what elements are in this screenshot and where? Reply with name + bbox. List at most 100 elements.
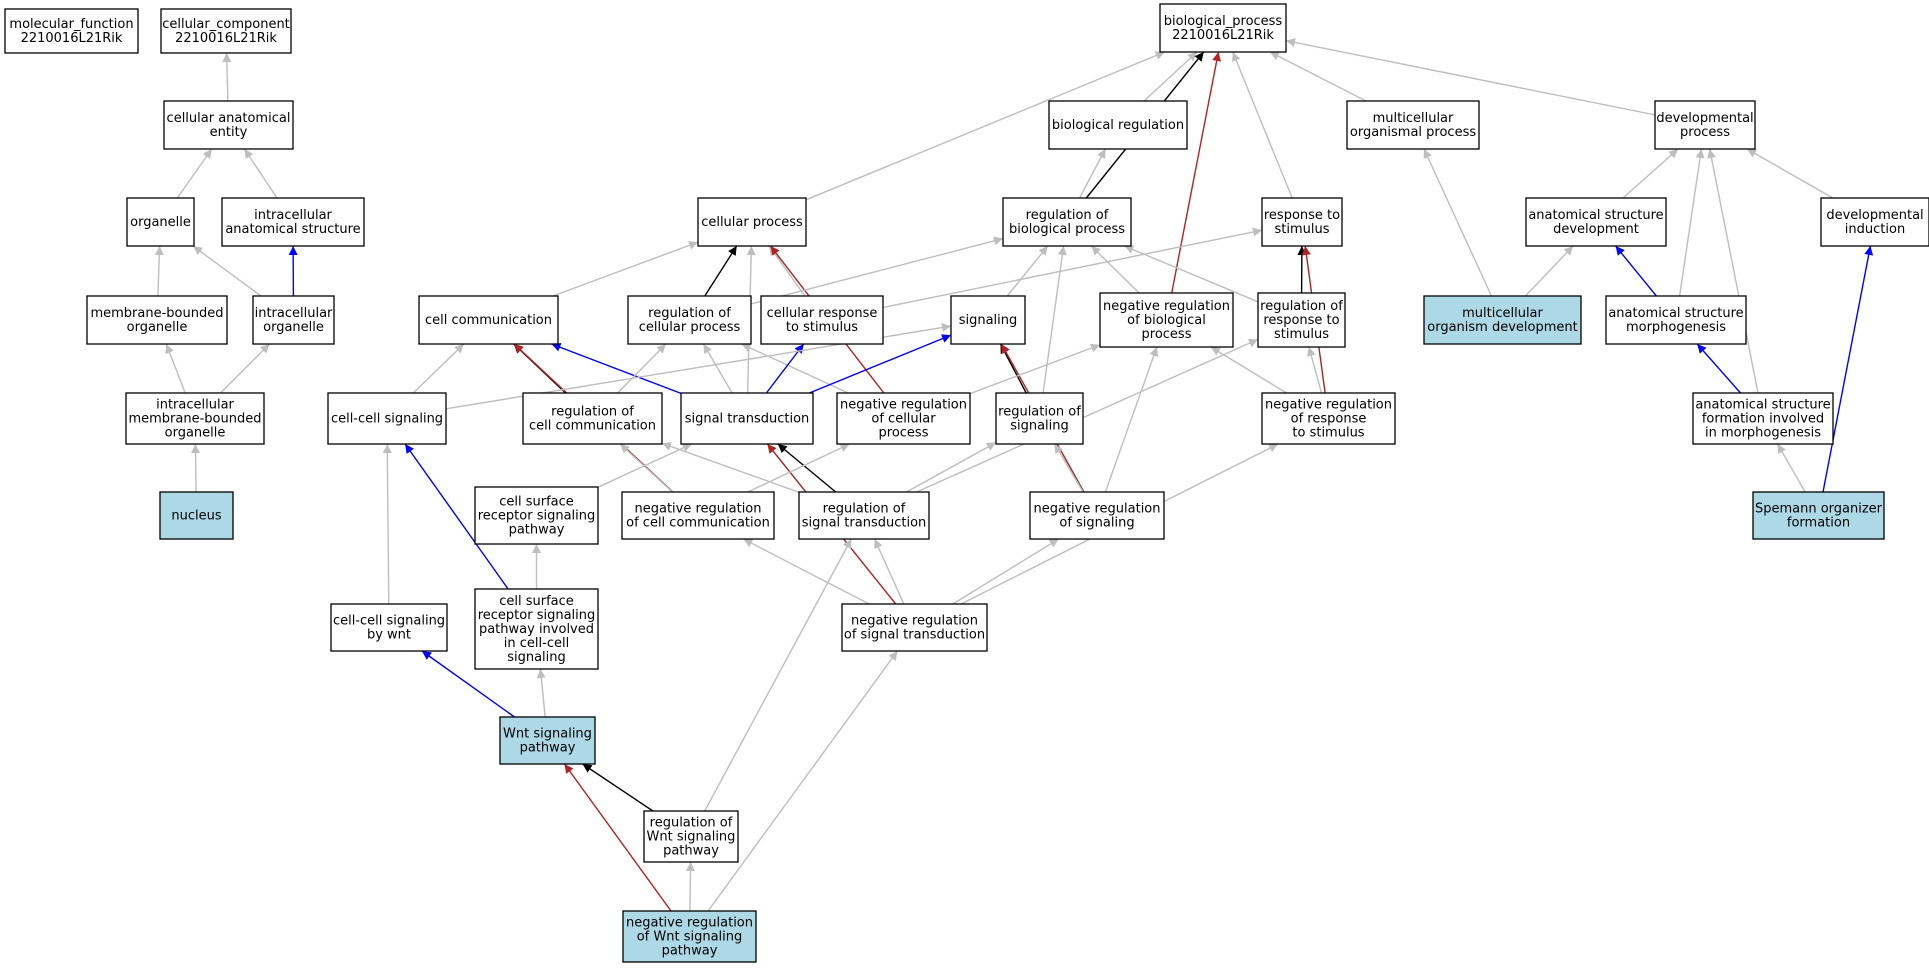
node-label-line: cellular response <box>767 306 878 321</box>
node-box <box>622 910 757 963</box>
node-label-line: intracellular <box>255 306 333 321</box>
node-label-line: cellular process <box>701 215 803 230</box>
node-cp[interactable]: cellular process <box>697 197 807 247</box>
edge-nrrs-to-nrbp <box>1210 346 1287 394</box>
edge-line-negatively-regulates <box>1171 51 1222 294</box>
node-sig[interactable]: signaling <box>950 295 1026 345</box>
node-box <box>163 100 294 150</box>
node-box <box>841 603 988 652</box>
node-label-line: cell communication <box>425 313 552 328</box>
edge-nrrs-to-rrs <box>1306 346 1323 394</box>
node-box <box>1048 100 1188 150</box>
node-organelle[interactable]: organelle <box>126 197 195 247</box>
node-box <box>1654 100 1756 150</box>
node-box <box>418 295 559 345</box>
node-nucleus[interactable]: nucleus <box>159 491 234 540</box>
node-box <box>160 8 292 54</box>
node-label-line: anatomical structure <box>1695 398 1830 413</box>
node-label-line: negative regulation <box>1033 502 1160 517</box>
edge-rcc-to-rcp <box>617 343 667 394</box>
node-label-line: 2210016L21Rik <box>21 31 123 46</box>
edge-nrsig-to-rsig <box>1053 443 1084 493</box>
node-ccs[interactable]: cell-cell signaling <box>327 392 447 445</box>
node-box <box>1257 292 1346 348</box>
edge-line-part-of <box>551 343 682 395</box>
edge-rcp-to-cp <box>704 245 738 297</box>
node-box <box>798 491 930 540</box>
node-label-line: of response <box>1291 412 1367 427</box>
edge-line-is-a <box>412 343 465 394</box>
edge-line-is-a <box>768 245 806 297</box>
node-label-line: organelle <box>165 426 226 441</box>
edge-line-is-a <box>1078 148 1107 199</box>
edge-st-to-rcp <box>702 343 733 394</box>
edge-nucleus-to-imbo <box>191 443 201 493</box>
edge-csrsp-to-st <box>597 443 692 488</box>
edge-line-regulates <box>999 343 1027 394</box>
edge-line-is-a <box>154 245 164 297</box>
edge-nrwnt-to-rwnt <box>685 861 695 912</box>
node-label-line: regulation of <box>998 405 1081 420</box>
edge-line-is-a <box>882 227 1263 309</box>
node-label-line: membrane-bounded <box>128 412 261 427</box>
edge-line-is-a <box>222 52 232 102</box>
edge-rst-to-rcc <box>661 442 800 493</box>
node-st[interactable]: signal transduction <box>680 392 814 445</box>
edge-line-is-a <box>1776 443 1806 493</box>
node-breg[interactable]: biological regulation <box>1048 100 1188 150</box>
edge-line-regulates <box>582 763 654 812</box>
node-label-line: intracellular <box>156 398 234 413</box>
edges-layer <box>154 38 1874 912</box>
node-label-line: regulation of <box>650 816 733 831</box>
edge-ccom-to-cp <box>552 241 699 297</box>
edge-ccsw-to-ccs <box>382 443 392 605</box>
edge-line-negatively-regulates <box>563 763 672 912</box>
node-ccom[interactable]: cell communication <box>418 295 559 345</box>
edge-asm-to-devp <box>1678 148 1705 297</box>
node-label-line: response to <box>1263 313 1339 328</box>
edge-line-is-a <box>1143 51 1198 102</box>
edge-wnt-to-ccsw <box>421 650 515 718</box>
node-label-line: cellular anatomical <box>167 111 291 126</box>
node-label-line: anatomical structure <box>1528 208 1663 223</box>
node-label-line: Wnt signaling <box>503 727 592 742</box>
edge-nrbp-to-rbp <box>1090 245 1140 294</box>
node-box <box>221 197 365 247</box>
